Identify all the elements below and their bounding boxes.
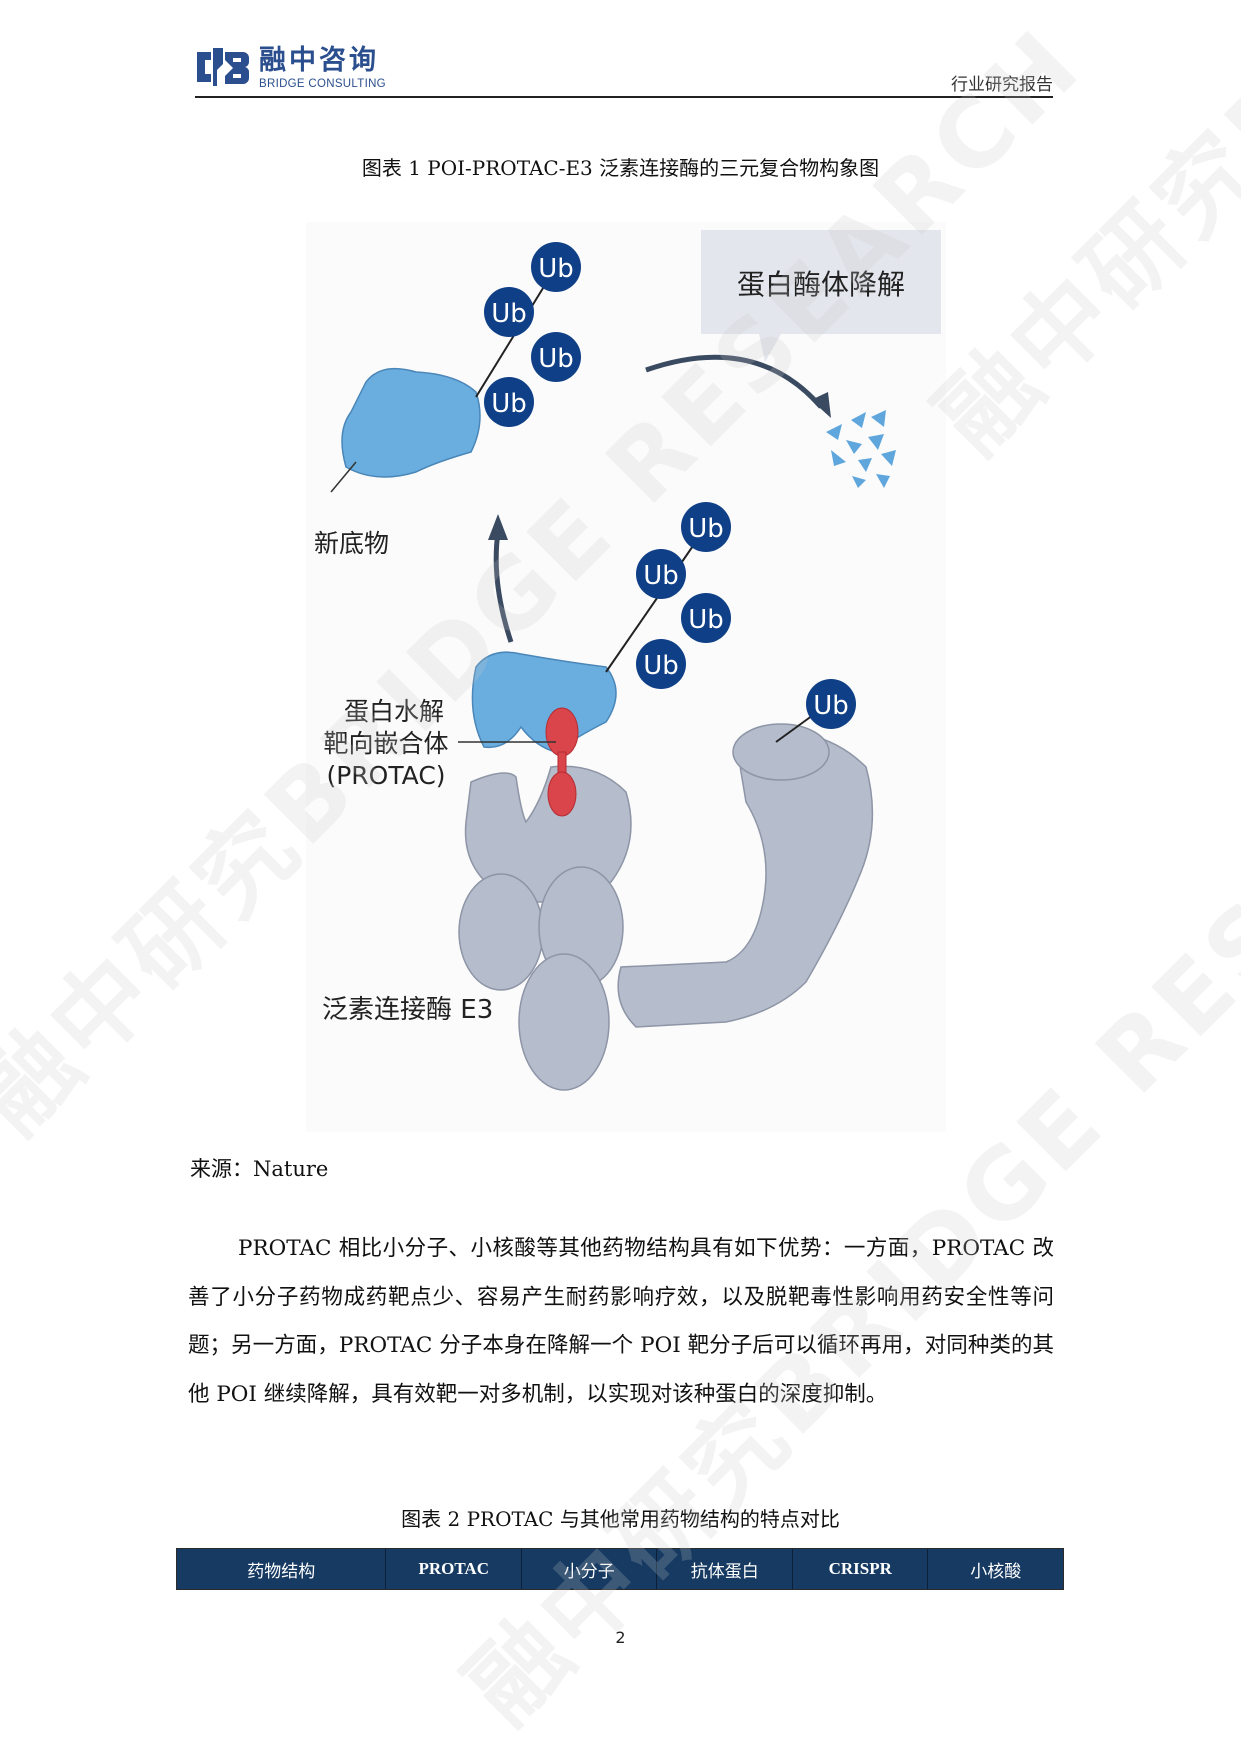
figure-2-caption: 图表 2 PROTAC 与其他常用药物结构的特点对比: [401, 1507, 840, 1531]
figure-1-caption: 图表 1 POI-PROTAC-E3 泛素连接酶的三元复合物构象图: [361, 156, 880, 180]
ub-chain-middle: Ub Ub Ub Ub: [605, 502, 731, 689]
svg-text:Ub: Ub: [538, 254, 574, 284]
protac-molecule: [545, 707, 579, 817]
svg-text:Ub: Ub: [643, 651, 679, 681]
page-number: 2: [615, 1628, 626, 1647]
protac-label-line2: 靶向嵌合体: [323, 729, 448, 758]
target-protein-poi: [471, 651, 617, 753]
body-paragraph: PROTAC 相比小分子、小核酸等其他药物结构具有如下优势：一方面，PROTAC…: [188, 1225, 1054, 1419]
svg-text:Ub: Ub: [538, 344, 574, 374]
figure-source: 来源：Nature: [190, 1157, 329, 1181]
ub-single: [806, 679, 856, 729]
table-header-cell: 抗体蛋白: [657, 1549, 793, 1589]
paragraph-text: PROTAC 相比小分子、小核酸等其他药物结构具有如下优势：一方面，PROTAC…: [188, 1236, 1054, 1407]
proteasome-label: 蛋白酶体降解: [737, 268, 905, 301]
new-substrate-label: 新底物: [314, 529, 389, 558]
protac-label-line1: 蛋白水解: [344, 697, 444, 726]
degradation-arrow-icon: [645, 354, 823, 409]
protac-label-line3: (PROTAC): [326, 761, 445, 790]
e3-ligase-complex: [458, 723, 874, 1091]
report-type-label: 行业研究报告: [951, 75, 1053, 95]
company-logo: 融中咨询 BRIDGE CONSULTING: [195, 46, 386, 91]
peptide-fragments-icon: [826, 410, 896, 488]
e3-ligase-label: 泛素连接酶 E3: [322, 995, 493, 1025]
header-divider: [195, 96, 1053, 98]
logo-mark-icon: [197, 48, 250, 86]
table-header-cell: 药物结构: [177, 1549, 387, 1589]
proteasome-bubble: 蛋白酶体降解: [701, 230, 941, 362]
new-substrate-protein: [341, 367, 481, 478]
ub-chain-upper: Ub Ub Ub Ub: [475, 242, 581, 427]
svg-text:Ub: Ub: [688, 605, 724, 635]
svg-text:Ub: Ub: [491, 389, 527, 419]
svg-text:Ub: Ub: [813, 691, 849, 721]
table-header-cell: 小分子: [522, 1549, 658, 1589]
svg-text:Ub: Ub: [688, 514, 724, 544]
recycle-arrow-icon: [493, 531, 514, 643]
page-header: 融中咨询 BRIDGE CONSULTING 行业研究报告: [195, 42, 1053, 98]
protac-ternary-complex-figure: 蛋白酶体降解 新底物 Ub Ub Ub Ub: [306, 222, 946, 1132]
table-header-cell: 小核酸: [970, 1561, 1022, 1582]
svg-text:Ub: Ub: [643, 561, 679, 591]
logo-english-name: BRIDGE CONSULTING: [259, 78, 386, 90]
logo-chinese-name: 融中咨询: [259, 45, 379, 76]
comparison-table-header: 药物结构 PROTAC 小分子 抗体蛋白 CRISPR 小核酸: [176, 1548, 1064, 1590]
table-header-cell: CRISPR: [793, 1549, 929, 1589]
svg-text:Ub: Ub: [491, 299, 527, 329]
table-header-cell: PROTAC: [386, 1549, 522, 1589]
